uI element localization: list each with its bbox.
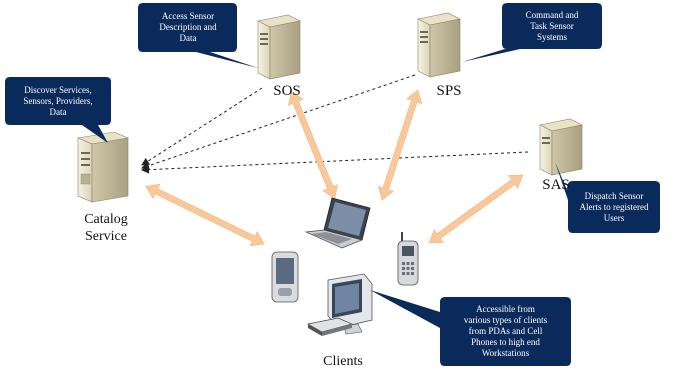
- callout-line: Data: [179, 33, 197, 43]
- connector-sps-catalog: [141, 74, 416, 170]
- catalog-label-line2: Service: [85, 229, 127, 244]
- callout-line: Command and: [525, 10, 579, 20]
- server-icon: [539, 118, 583, 176]
- laptop-icon: [304, 197, 371, 249]
- connector-sas-catalog: [141, 151, 529, 174]
- catalog-label-line1: Catalog: [84, 212, 128, 227]
- callout-clients-text: Accessible from various types of clients…: [441, 304, 570, 359]
- callout-sos: [138, 3, 258, 68]
- callout-line: Systems: [536, 32, 567, 42]
- callout-sas: [555, 162, 660, 233]
- callout-catalog-text: Discover Services, Sensors, Providers, D…: [6, 85, 110, 118]
- callout-line: Description and: [159, 22, 217, 32]
- callout-line: Accessible from: [476, 304, 535, 314]
- dashed-connectors: [141, 74, 529, 174]
- callout-line: Users: [603, 213, 625, 223]
- arrow-clients-sps: [377, 89, 423, 201]
- arrow-clients-catalog: [145, 183, 265, 247]
- pda-icon: [271, 251, 299, 303]
- callout-line: Phones to high end: [471, 337, 540, 347]
- callout-sas-text: Dispatch Sensor Alerts to registered Use…: [569, 191, 659, 224]
- connector-sos-catalog: [141, 87, 263, 166]
- callout-line: Dispatch Sensor: [584, 191, 644, 201]
- callout-sps: [462, 3, 602, 62]
- callout-catalog: [5, 77, 111, 143]
- callout-line: Task Sensor: [530, 21, 574, 31]
- keyboard-icon: [307, 317, 354, 336]
- node-label-sps: SPS: [436, 83, 462, 99]
- callout-line: Sensors, Providers,: [23, 96, 93, 106]
- callout-line: various types of clients: [463, 315, 548, 325]
- callout-line: Workstations: [481, 348, 530, 358]
- node-label-sas: SAS: [542, 177, 570, 193]
- server-icon: [76, 131, 130, 203]
- server-icon: [417, 12, 461, 78]
- callout-sos-text: Access Sensor Description and Data: [140, 11, 236, 44]
- server-icon: [257, 14, 301, 80]
- callout-sps-text: Command and Task Sensor Systems: [503, 10, 601, 43]
- cell-phone-icon: [397, 232, 419, 286]
- callout-line: from PDAs and Cell: [468, 326, 543, 336]
- desktop-monitor-icon: [327, 273, 373, 335]
- callout-line: Alerts to registered: [579, 202, 649, 212]
- node-label-clients: Clients: [323, 354, 363, 369]
- node-label-catalog: Catalog Service: [66, 211, 146, 245]
- callout-line: Data: [49, 107, 67, 117]
- arrow-clients-sos: [288, 90, 338, 200]
- callout-line: Discover Services,: [24, 85, 92, 95]
- callout-clients: [370, 290, 571, 366]
- node-label-sos: SOS: [273, 83, 301, 99]
- callout-line: Access Sensor: [161, 11, 215, 21]
- client-arrows: [145, 89, 524, 247]
- arrow-clients-sas: [428, 174, 524, 244]
